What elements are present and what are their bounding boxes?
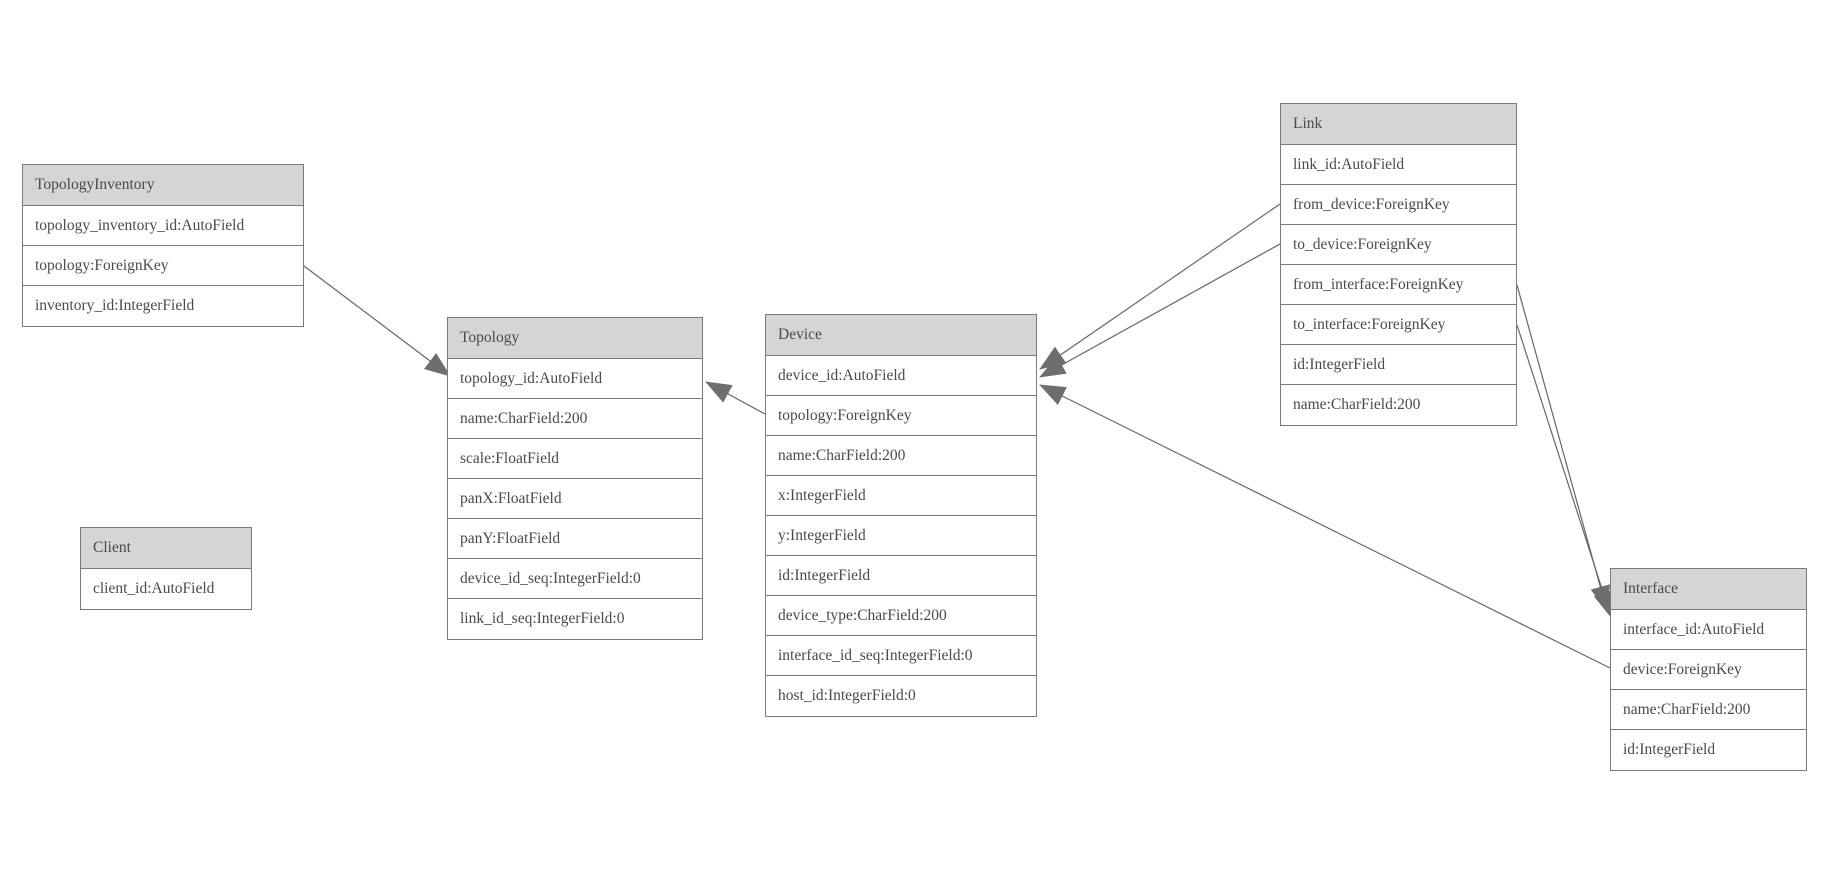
- entity-field-id: id:IntegerField: [1611, 730, 1806, 770]
- entity-title-topology: Topology: [448, 318, 702, 359]
- entity-field-topology: topology:ForeignKey: [766, 396, 1036, 436]
- entity-field-from_device: from_device:ForeignKey: [1281, 185, 1516, 225]
- entity-field-name: name:CharField:200: [1281, 385, 1516, 425]
- entity-field-topology_id: topology_id:AutoField: [448, 359, 702, 399]
- entity-title-interface: Interface: [1611, 569, 1806, 610]
- entity-title-device: Device: [766, 315, 1036, 356]
- entity-field-from_interface: from_interface:ForeignKey: [1281, 265, 1516, 305]
- entity-field-x: x:IntegerField: [766, 476, 1036, 516]
- entity-field-id: id:IntegerField: [766, 556, 1036, 596]
- entity-field-id: id:IntegerField: [1281, 345, 1516, 385]
- entity-title-link: Link: [1281, 104, 1516, 145]
- entity-field-client_id: client_id:AutoField: [81, 569, 251, 609]
- entity-title-client: Client: [81, 528, 251, 569]
- entity-title-topologyinventory: TopologyInventory: [23, 165, 303, 206]
- entity-field-inventory_id: inventory_id:IntegerField: [23, 286, 303, 326]
- relation-topologyinventory-topology: [303, 265, 451, 377]
- entity-field-link_id: link_id:AutoField: [1281, 145, 1516, 185]
- relation-device-topology: [705, 381, 766, 415]
- entity-field-y: y:IntegerField: [766, 516, 1036, 556]
- entity-field-name: name:CharField:200: [448, 399, 702, 439]
- entity-field-name: name:CharField:200: [766, 436, 1036, 476]
- entity-field-device_type: device_type:CharField:200: [766, 596, 1036, 636]
- entity-field-device_id: device_id:AutoField: [766, 356, 1036, 396]
- entity-field-scale: scale:FloatField: [448, 439, 702, 479]
- entity-field-to_interface: to_interface:ForeignKey: [1281, 305, 1516, 345]
- entity-field-host_id: host_id:IntegerField:0: [766, 676, 1036, 716]
- entity-field-link_id_seq: link_id_seq:IntegerField:0: [448, 599, 702, 639]
- relation-link-from-interface: [1516, 284, 1610, 612]
- entity-field-interface_id_seq: interface_id_seq:IntegerField:0: [766, 636, 1036, 676]
- relation-link-to-interface: [1516, 324, 1613, 618]
- entity-field-topology: topology:ForeignKey: [23, 246, 303, 286]
- entity-field-panX: panX:FloatField: [448, 479, 702, 519]
- entity-field-panY: panY:FloatField: [448, 519, 702, 559]
- relation-link-to-device: [1039, 243, 1281, 378]
- relation-link-from-device: [1039, 203, 1281, 370]
- entity-field-name: name:CharField:200: [1611, 690, 1806, 730]
- entity-field-topology_inventory_id: topology_inventory_id:AutoField: [23, 206, 303, 246]
- entity-field-device: device:ForeignKey: [1611, 650, 1806, 690]
- relation-interface-device: [1039, 384, 1611, 669]
- entity-field-device_id_seq: device_id_seq:IntegerField:0: [448, 559, 702, 599]
- entity-field-to_device: to_device:ForeignKey: [1281, 225, 1516, 265]
- entity-field-interface_id: interface_id:AutoField: [1611, 610, 1806, 650]
